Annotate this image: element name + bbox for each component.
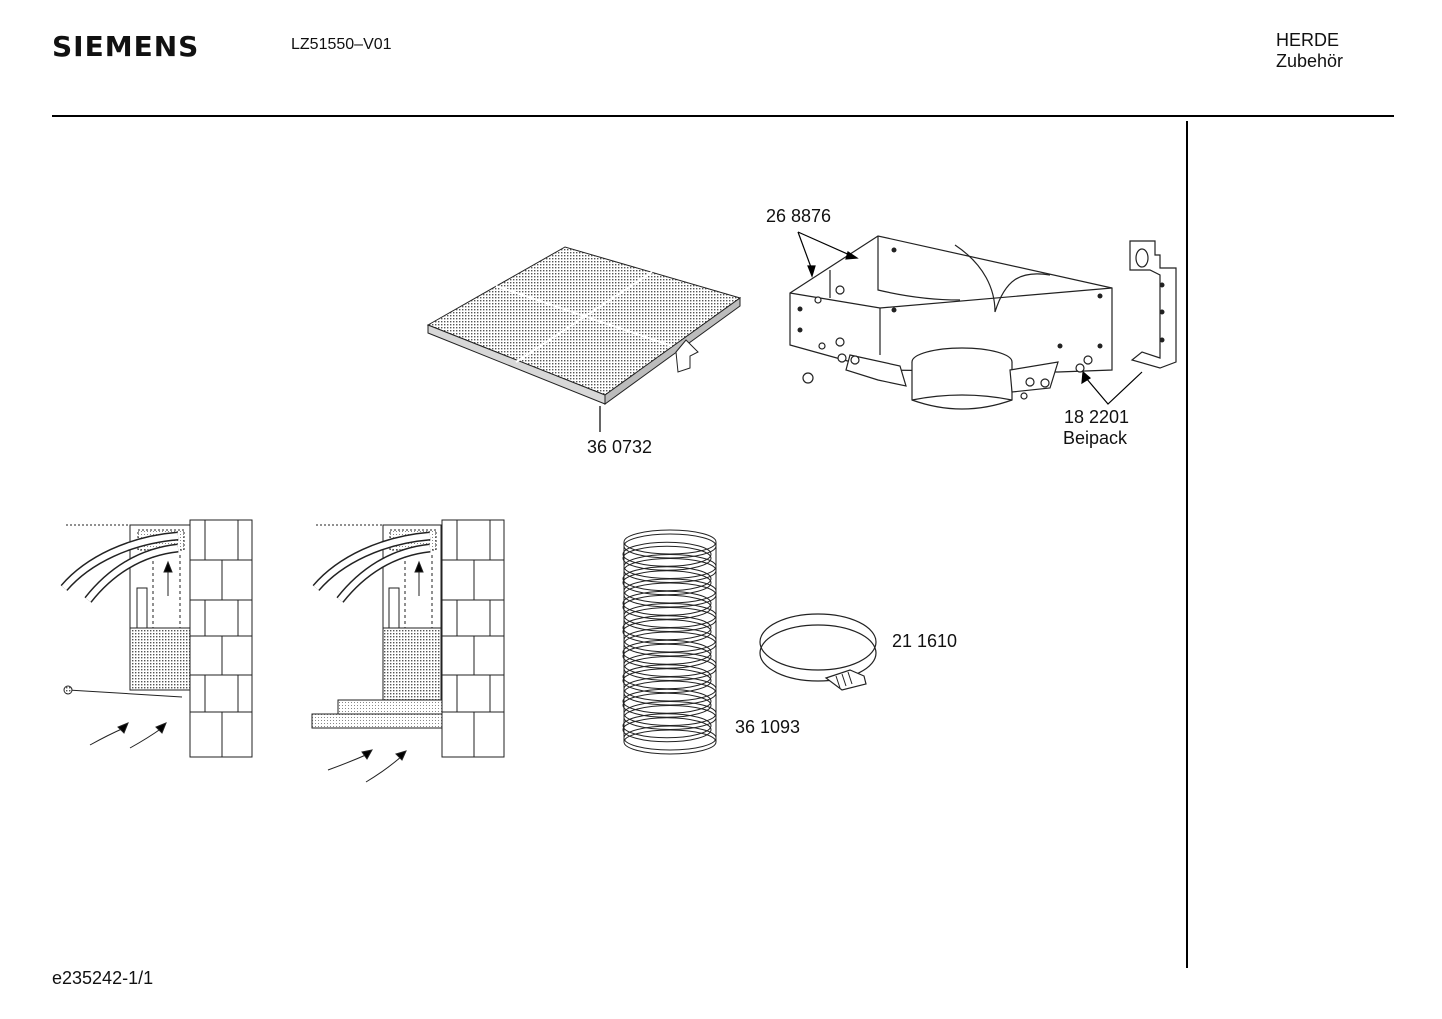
- label-filter: 36 0732: [587, 437, 653, 457]
- category-title: HERDE: [1276, 30, 1340, 50]
- bracket-leaders: [797, 231, 859, 278]
- model-code: LZ51550–V01: [291, 36, 392, 53]
- bracket-drawing: [789, 235, 1113, 410]
- label-bracket: 26 8876: [766, 206, 832, 226]
- wall-bracket-drawing: [1129, 240, 1177, 369]
- brand-logo: SIEMENS: [52, 30, 200, 63]
- category-subtitle: Zubehör: [1276, 51, 1344, 71]
- hose-drawing: [622, 529, 717, 755]
- label-screws: 18 2201: [1064, 407, 1130, 427]
- label-clamp: 21 1610: [892, 631, 958, 651]
- clamp-drawing: [759, 613, 877, 691]
- installation-diagram-shelf: [311, 519, 505, 783]
- document-id: e235242-1/1: [52, 968, 154, 988]
- installation-diagram-wall: [60, 519, 253, 758]
- label-screws-note: Beipack: [1063, 428, 1128, 448]
- hose-ring: [622, 713, 712, 739]
- label-hose: 36 1093: [735, 717, 801, 737]
- hose-ring-inner: [622, 717, 712, 743]
- screws-leaders: [1081, 370, 1143, 405]
- filter-drawing: [426, 246, 742, 432]
